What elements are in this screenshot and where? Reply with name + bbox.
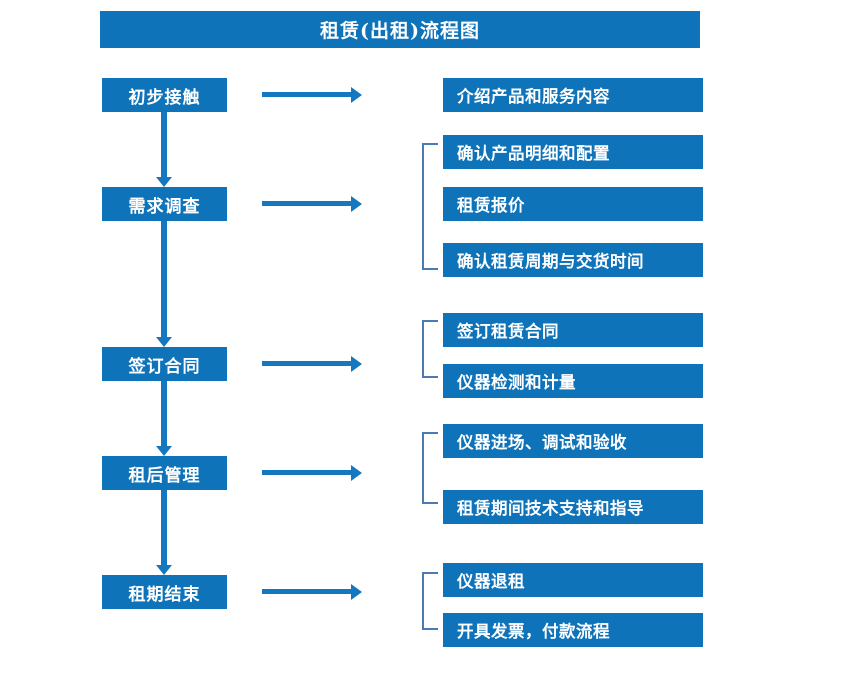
detail-node-租赁报价[interactable]: 租赁报价: [443, 187, 703, 221]
group-bracket-2: [422, 143, 438, 270]
group-bracket-4: [422, 432, 438, 504]
horizontal-arrow-icon-3: [262, 356, 362, 372]
group-bracket-3: [422, 320, 438, 378]
stage-node-签订合同[interactable]: 签订合同: [102, 347, 227, 381]
stage-node-初步接触[interactable]: 初步接触: [102, 78, 227, 112]
detail-node-签订租赁合同[interactable]: 签订租赁合同: [443, 313, 703, 347]
detail-node-仪器检测和计量[interactable]: 仪器检测和计量: [443, 364, 703, 398]
stage-node-租期结束[interactable]: 租期结束: [102, 575, 227, 609]
horizontal-arrow-icon-1: [262, 87, 362, 103]
vertical-arrow-icon-2: [152, 221, 176, 347]
detail-node-租赁期间技术支持和指导[interactable]: 租赁期间技术支持和指导: [443, 490, 703, 524]
detail-node-介绍产品和服务内容[interactable]: 介绍产品和服务内容: [443, 78, 703, 112]
detail-node-仪器退租[interactable]: 仪器退租: [443, 563, 703, 597]
chart-title-banner: 租赁(出租)流程图: [100, 11, 700, 48]
detail-node-确认产品明细和配置[interactable]: 确认产品明细和配置: [443, 135, 703, 169]
detail-node-确认租赁周期与交货时间[interactable]: 确认租赁周期与交货时间: [443, 243, 703, 277]
detail-node-开具发票付款流程[interactable]: 开具发票，付款流程: [443, 613, 703, 647]
stage-node-需求调查[interactable]: 需求调查: [102, 187, 227, 221]
vertical-arrow-icon-4: [152, 490, 176, 575]
page-title: 租赁(出租)流程图: [320, 20, 480, 42]
group-bracket-5: [422, 572, 438, 630]
stage-node-租后管理[interactable]: 租后管理: [102, 456, 227, 490]
horizontal-arrow-icon-2: [262, 196, 362, 212]
horizontal-arrow-icon-5: [262, 584, 362, 600]
vertical-arrow-icon-3: [152, 381, 176, 456]
horizontal-arrow-icon-4: [262, 465, 362, 481]
detail-node-仪器进场调试和验收[interactable]: 仪器进场、调试和验收: [443, 424, 703, 458]
vertical-arrow-icon-1: [152, 112, 176, 187]
